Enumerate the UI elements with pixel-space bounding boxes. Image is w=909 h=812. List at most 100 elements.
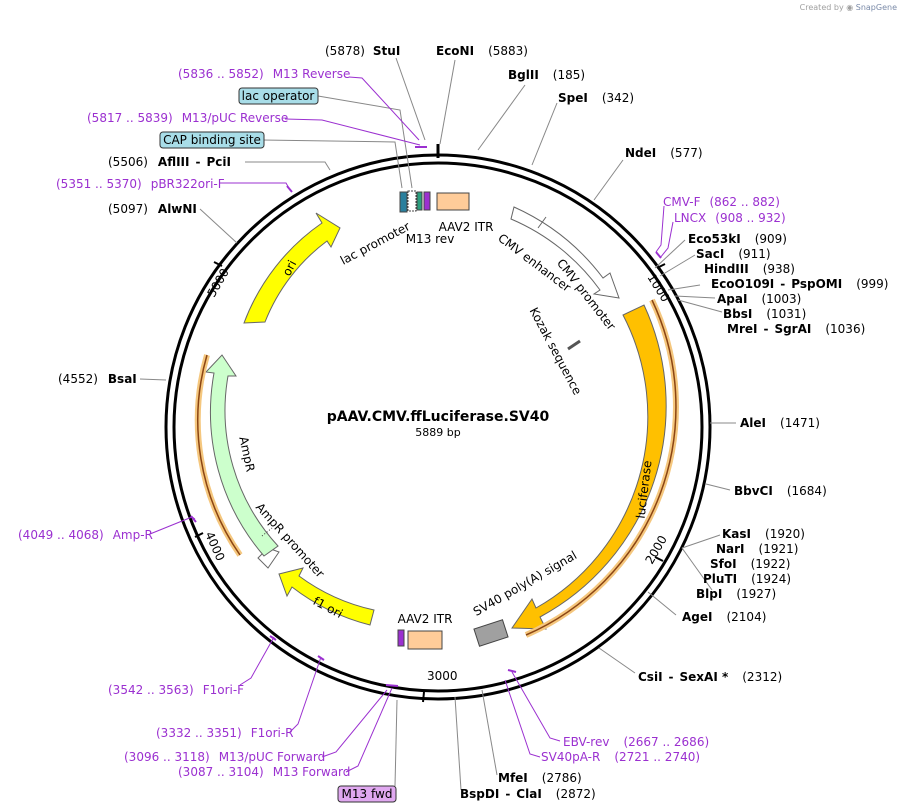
primer-mark-cmv — [655, 251, 662, 259]
feature-ori-arrow[interactable] — [243, 212, 341, 324]
tick-3000 — [422, 691, 425, 703]
enzyme-hindiii[interactable]: HindIII(938) — [704, 262, 795, 276]
leader-csii — [598, 647, 636, 674]
enzyme-alei[interactable]: AleI(1471) — [740, 416, 820, 430]
primer-leader-pbr322 — [222, 182, 291, 191]
feature-ori-label: ori — [280, 258, 300, 278]
leader-cluster2 — [659, 254, 696, 277]
enzyme-alwni[interactable]: (5097)AlwNI — [108, 202, 197, 216]
enzyme-stui[interactable]: (5878)StuI — [325, 44, 400, 58]
leader-agei — [647, 591, 677, 616]
primer-leader-m13-reverse — [348, 76, 420, 141]
backbone-inner — [172, 161, 704, 693]
enzyme-blpi[interactable]: BlpI(1927) — [696, 587, 776, 601]
enzyme-nari[interactable]: NarI(1921) — [716, 542, 798, 556]
enzyme-bbsi[interactable]: BbsI(1031) — [723, 307, 806, 321]
leader-bbvci — [705, 483, 731, 491]
feature-ampr-arrow[interactable] — [204, 354, 279, 557]
tick-2000 — [654, 556, 664, 562]
feature-lac-promoter-block[interactable] — [407, 190, 417, 212]
leader-bsai — [139, 378, 167, 381]
enzyme-csii[interactable]: CsiI-SexAI *(2312) — [638, 670, 782, 684]
enzyme-kasi[interactable]: KasI(1920) — [722, 527, 805, 541]
primer-f1ori-f[interactable]: (3542 .. 3563)F1ori-F — [108, 683, 244, 697]
feature-kozak-mark[interactable] — [567, 339, 581, 351]
ampr-highlight-core — [197, 354, 241, 556]
enzyme-agei[interactable]: AgeI(2104) — [682, 610, 766, 624]
enzyme-pluti[interactable]: PluTI(1924) — [703, 572, 791, 586]
feature-aav2-itr-left-label: AAV2 ITR — [439, 220, 494, 234]
feature-cmv-arrow[interactable] — [510, 206, 620, 299]
leader-alwni — [199, 208, 238, 244]
lac-operator-box — [238, 87, 319, 105]
tick-5000 — [213, 261, 223, 267]
primer-f1ori-r[interactable]: (3332 .. 3351)F1ori-R — [156, 726, 294, 740]
ampr-dotted — [261, 527, 273, 537]
m13-fwd-label[interactable]: M13 fwd — [342, 787, 393, 801]
snapgene-credit: Created by ◉ SnapGene — [800, 3, 897, 12]
enzyme-afliii[interactable]: (5506)AflIII-PciI — [108, 155, 231, 169]
primer-leader-m13puc-reverse — [284, 118, 421, 146]
leader-econi — [439, 59, 456, 145]
feature-m13-rev-block[interactable] — [423, 191, 431, 211]
primer-m13-reverse[interactable]: (5836 .. 5852)M13 Reverse — [178, 67, 350, 81]
feature-aav2-itr-right[interactable] — [407, 630, 443, 650]
cmv-divider — [537, 216, 547, 229]
enzyme-saci[interactable]: SacI(911) — [696, 247, 771, 261]
feature-lac-operator-block[interactable] — [416, 191, 423, 211]
feature-m13-fwd-block[interactable] — [397, 629, 405, 647]
tick-label-3000: 3000 — [427, 669, 458, 683]
enzyme-bsai[interactable]: (4552)BsaI — [58, 372, 137, 386]
enzyme-ecoo109i[interactable]: EcoO109I-PspOMI(999) — [711, 277, 888, 291]
leader-mfei — [481, 689, 498, 776]
feature-sv40-polya-block[interactable] — [473, 619, 509, 647]
credit-app: SnapGene — [855, 3, 897, 12]
leader-ndei — [593, 159, 624, 201]
primer-lncx[interactable]: LNCX(908 .. 932) — [674, 211, 786, 225]
primer-pbr322ori-f[interactable]: (5351 .. 5370)pBR322ori-F — [56, 177, 225, 191]
primer-leader-cmvf — [655, 205, 665, 253]
primer-leader-ebv — [511, 671, 561, 742]
enzyme-ndei[interactable]: NdeI(577) — [625, 146, 703, 160]
feature-aav2-itr-left[interactable] — [436, 192, 470, 211]
primer-m13puc-reverse[interactable]: (5817 .. 5839)M13/pUC Reverse — [87, 111, 288, 125]
enzyme-bspdi[interactable]: BspDI-ClaI(2872) — [460, 787, 596, 801]
enzyme-apai[interactable]: ApaI(1003) — [717, 292, 801, 306]
primer-leader-lncx — [659, 221, 674, 259]
leader-bglii — [477, 84, 526, 151]
cap-binding-site-box — [159, 131, 265, 149]
primer-ebv-rev[interactable]: EBV-rev(2667 .. 2686) — [563, 735, 709, 749]
leader-bspdi — [454, 696, 462, 791]
primer-cmv-f[interactable]: CMV-F(862 .. 882) — [663, 195, 780, 209]
feature-aav2-itr-right-label: AAV2 ITR — [398, 612, 453, 626]
primer-m13-forward[interactable]: (3087 .. 3104)M13 Forward — [178, 765, 350, 779]
enzyme-eco53ki[interactable]: Eco53kI(909) — [688, 232, 787, 246]
primer-mark-f1r — [317, 655, 325, 661]
enzyme-sfoi[interactable]: SfoI(1922) — [710, 557, 790, 571]
leader-m13fwd — [394, 699, 398, 787]
primer-amp-r[interactable]: (4049 .. 4068)Amp-R — [18, 528, 153, 542]
primer-sv40pa-r[interactable]: SV40pA-R(2721 .. 2740) — [541, 750, 700, 764]
plasmid-name: pAAV.CMV.ffLuciferase.SV40 — [327, 409, 550, 425]
enzyme-econi[interactable]: EcoNI(5883) — [436, 44, 528, 58]
leader-spei — [531, 102, 558, 166]
snapgene-logo-icon: ◉ — [846, 3, 854, 12]
tick-label-1000: 1000 — [644, 271, 672, 304]
feature-f1ori-arrow[interactable] — [278, 567, 375, 626]
primer-leader-sv40pa — [504, 679, 541, 758]
enzyme-bbvci[interactable]: BbvCI(1684) — [734, 484, 827, 498]
enzyme-bglii[interactable]: BglII(185) — [508, 68, 585, 82]
primer-marks — [190, 146, 662, 687]
tick-4000 — [194, 532, 204, 538]
enzyme-spei[interactable]: SpeI(342) — [558, 91, 634, 105]
enzyme-mfei[interactable]: MfeI(2786) — [498, 771, 582, 785]
cap-binding-site-label[interactable]: CAP binding site — [163, 133, 261, 147]
leader-cluster6 — [681, 534, 721, 549]
lac-operator-label[interactable]: lac operator — [242, 89, 315, 103]
tick-label-4000: 4000 — [202, 530, 227, 564]
primer-m13puc-forward[interactable]: (3096 .. 3118)M13/pUC Forward — [124, 750, 325, 764]
feature-luciferase-arrow[interactable] — [511, 304, 667, 630]
enzyme-mrei[interactable]: MreI-SgrAI(1036) — [727, 322, 865, 336]
feature-cap-binding-site-block[interactable] — [399, 191, 408, 213]
